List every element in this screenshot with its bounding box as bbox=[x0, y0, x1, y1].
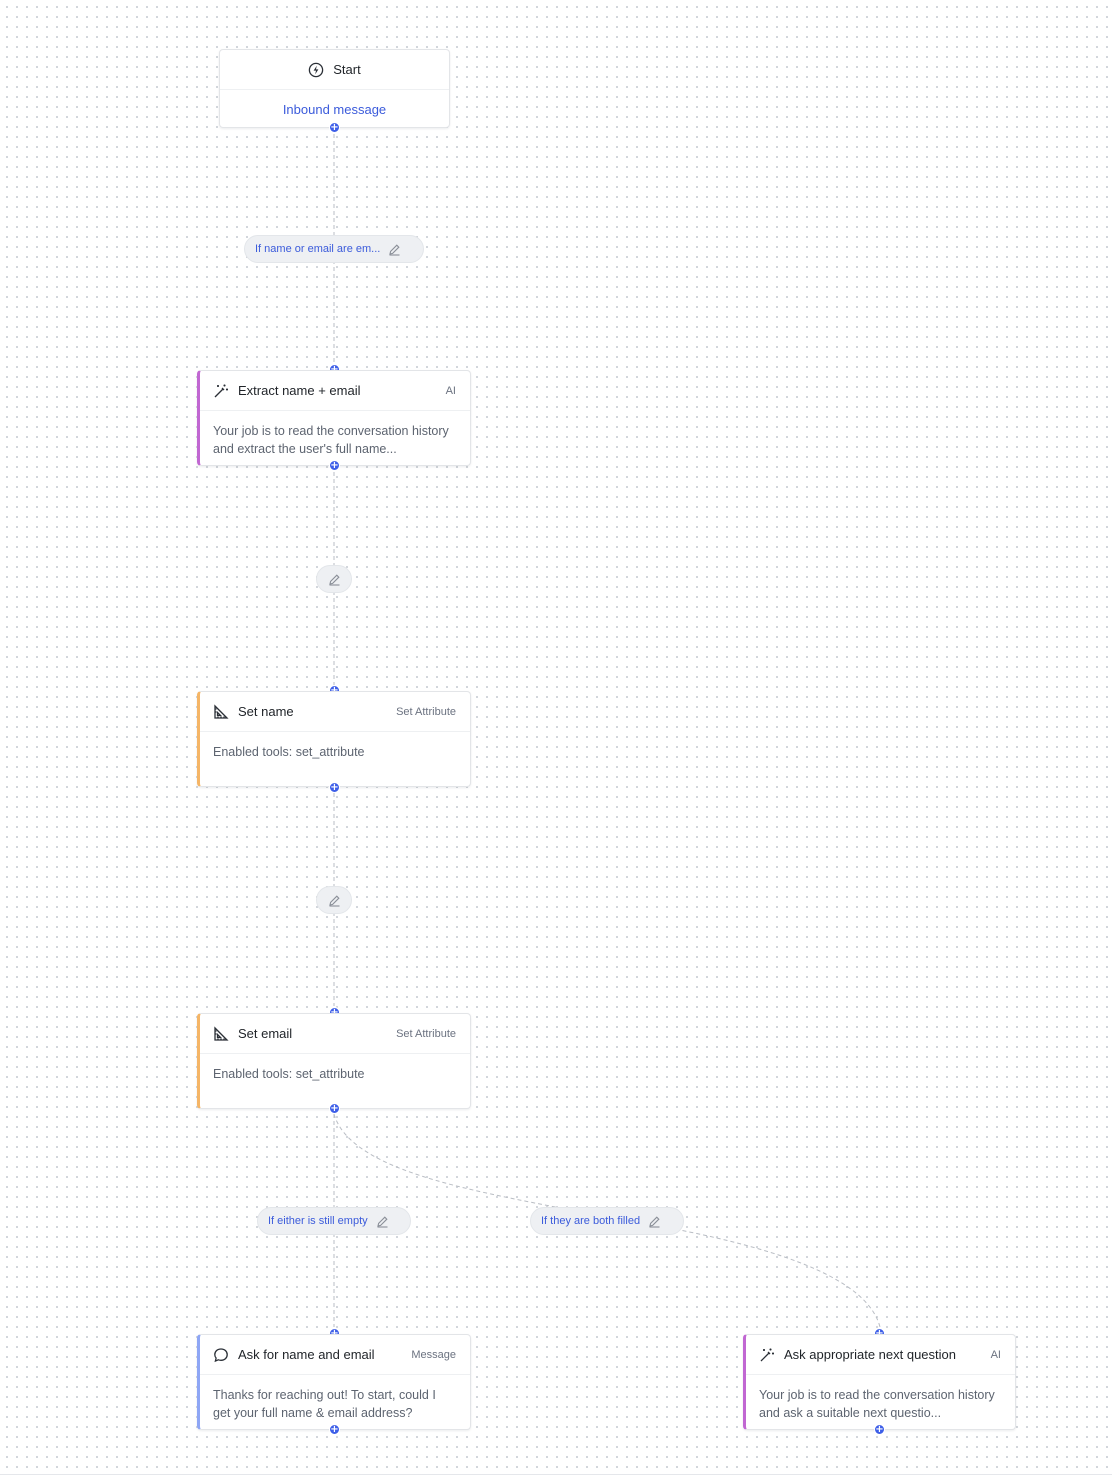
ruler-triangle-icon bbox=[213, 703, 229, 720]
node-title: Set name bbox=[238, 704, 294, 719]
chat-bubble-icon bbox=[213, 1347, 229, 1363]
node-title: Extract name + email bbox=[238, 383, 361, 398]
set-name-node[interactable]: Set name Set Attribute Enabled tools: se… bbox=[197, 691, 471, 787]
start-node-header: Start bbox=[220, 50, 449, 90]
canvas-bottom-divider bbox=[0, 1474, 1112, 1475]
start-node[interactable]: Start Inbound message bbox=[219, 49, 450, 128]
node-description: Enabled tools: set_attribute bbox=[213, 1067, 365, 1081]
magic-wand-icon bbox=[759, 1347, 775, 1363]
extract-name-email-node[interactable]: Extract name + email AI Your job is to r… bbox=[197, 370, 471, 466]
node-title: Ask for name and email bbox=[238, 1347, 375, 1362]
edge-condition-label: If name or email are em... bbox=[255, 243, 381, 255]
set-email-node[interactable]: Set email Set Attribute Enabled tools: s… bbox=[197, 1013, 471, 1109]
edge-condition-label: If they are both filled bbox=[541, 1215, 641, 1227]
ask-next-question-node[interactable]: Ask appropriate next question AI Your jo… bbox=[743, 1334, 1016, 1430]
node-description: Thanks for reaching out! To start, could… bbox=[213, 1388, 436, 1420]
node-header: Extract name + email AI bbox=[200, 371, 470, 411]
start-output-port[interactable]: + bbox=[329, 122, 340, 133]
node-description: Your job is to read the conversation his… bbox=[759, 1388, 995, 1420]
magic-wand-icon bbox=[213, 383, 229, 399]
ask-output-port[interactable]: + bbox=[329, 1424, 340, 1435]
ruler-triangle-icon bbox=[213, 1025, 229, 1042]
node-header: Set name Set Attribute bbox=[200, 692, 470, 732]
pencil-icon[interactable] bbox=[328, 894, 341, 907]
setemail-output-port[interactable]: + bbox=[329, 1103, 340, 1114]
pencil-icon[interactable] bbox=[388, 243, 401, 256]
pencil-icon[interactable] bbox=[328, 573, 341, 586]
node-title: Set email bbox=[238, 1026, 293, 1041]
start-title: Start bbox=[333, 62, 361, 77]
extract-output-port[interactable]: + bbox=[329, 460, 340, 471]
edge-edit-pill[interactable] bbox=[316, 886, 352, 914]
node-type: Set Attribute bbox=[396, 705, 456, 718]
setname-output-port[interactable]: + bbox=[329, 782, 340, 793]
node-header: Set email Set Attribute bbox=[200, 1014, 470, 1054]
edge-condition-pill[interactable]: If they are both filled bbox=[530, 1207, 684, 1235]
pencil-icon[interactable] bbox=[648, 1215, 661, 1228]
edge-edit-pill[interactable] bbox=[316, 565, 352, 593]
node-title: Ask appropriate next question bbox=[784, 1347, 956, 1362]
edge-condition-pill[interactable]: If name or email are em... bbox=[244, 235, 424, 263]
node-type: Set Attribute bbox=[396, 1027, 456, 1040]
edge-condition-pill[interactable]: If either is still empty bbox=[257, 1207, 411, 1235]
node-header: Ask appropriate next question AI bbox=[746, 1335, 1015, 1375]
node-header: Ask for name and email Message bbox=[200, 1335, 470, 1375]
node-description: Your job is to read the conversation his… bbox=[213, 424, 449, 456]
edge-condition-label: If either is still empty bbox=[268, 1215, 368, 1227]
next-question-output-port[interactable]: + bbox=[874, 1424, 885, 1435]
node-type: AI bbox=[990, 1348, 1001, 1361]
node-type: Message bbox=[411, 1348, 456, 1361]
inbound-message-link[interactable]: Inbound message bbox=[282, 102, 387, 117]
lightning-icon bbox=[308, 62, 324, 78]
pencil-icon[interactable] bbox=[376, 1215, 389, 1228]
node-description: Enabled tools: set_attribute bbox=[213, 745, 365, 759]
ask-name-email-node[interactable]: Ask for name and email Message Thanks fo… bbox=[197, 1334, 471, 1430]
node-type: AI bbox=[445, 384, 456, 397]
